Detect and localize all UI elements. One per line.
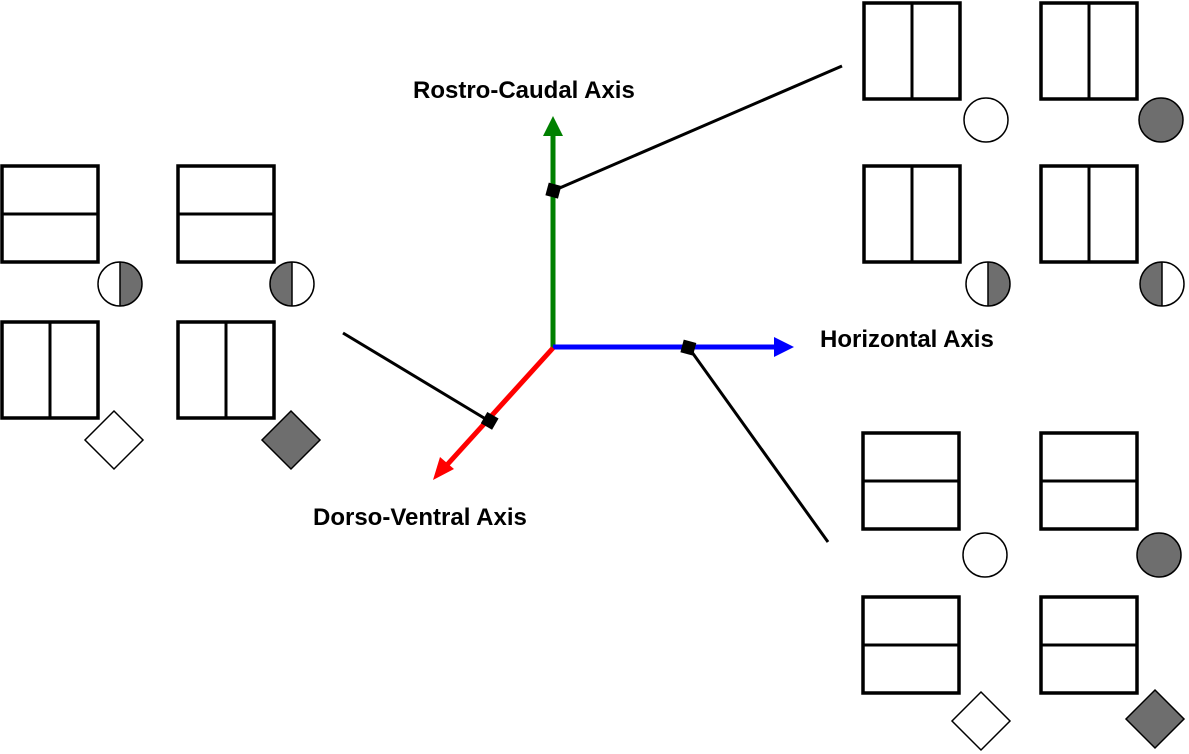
symbol-cell <box>1039 1 1184 143</box>
circle-half-left-gray-symbol <box>269 261 315 307</box>
rostro-caudal-group <box>862 1 1185 307</box>
symbol-cell <box>176 164 315 307</box>
symbol-cell <box>0 164 143 307</box>
dorso-ventral-axis-label: Dorso-Ventral Axis <box>313 504 527 531</box>
symbol-cell <box>176 320 322 471</box>
circle-gray-symbol <box>1136 532 1182 578</box>
circle-half-right-gray-symbol <box>965 261 1011 307</box>
circle-half-right-gray-symbol <box>97 261 143 307</box>
symbol-cell <box>862 1 1009 143</box>
symbol-cell <box>1039 431 1182 578</box>
horizontal-axis-label: Horizontal Axis <box>820 326 994 353</box>
dorso-ventral-axis-line <box>444 346 555 468</box>
symbol-cell <box>862 164 1011 307</box>
axes <box>433 116 794 480</box>
diamond-gray-symbol <box>1124 688 1186 750</box>
circle-white-symbol <box>963 97 1009 143</box>
dorso-ventral-connector <box>342 331 490 423</box>
horizontal-marker <box>680 339 697 356</box>
circle-gray-symbol <box>1138 97 1184 143</box>
rostro-caudal-axis-label: Rostro-Caudal Axis <box>413 77 635 104</box>
horizontal-arrowhead <box>774 337 794 357</box>
horizontal-connector <box>687 347 830 543</box>
rostro-caudal-connector <box>554 64 843 192</box>
symbol-cell <box>0 320 145 471</box>
diamond-gray-symbol <box>260 409 322 471</box>
circle-white-symbol <box>962 532 1008 578</box>
symbol-cell <box>861 595 1012 752</box>
diamond-white-symbol <box>950 690 1012 752</box>
horizontal-group <box>861 431 1186 752</box>
dorso-ventral-marker <box>480 411 499 430</box>
symbol-cell <box>861 431 1008 578</box>
diamond-white-symbol <box>83 409 145 471</box>
symbol-cell <box>1039 164 1185 307</box>
rostro-caudal-arrowhead <box>543 116 563 136</box>
circle-half-left-gray-symbol <box>1139 261 1185 307</box>
symbol-cell <box>1039 595 1186 750</box>
connectors <box>342 64 843 543</box>
dorso-ventral-arrowhead <box>433 457 454 480</box>
dorso-ventral-group <box>0 164 322 471</box>
rostro-caudal-marker <box>545 182 562 199</box>
